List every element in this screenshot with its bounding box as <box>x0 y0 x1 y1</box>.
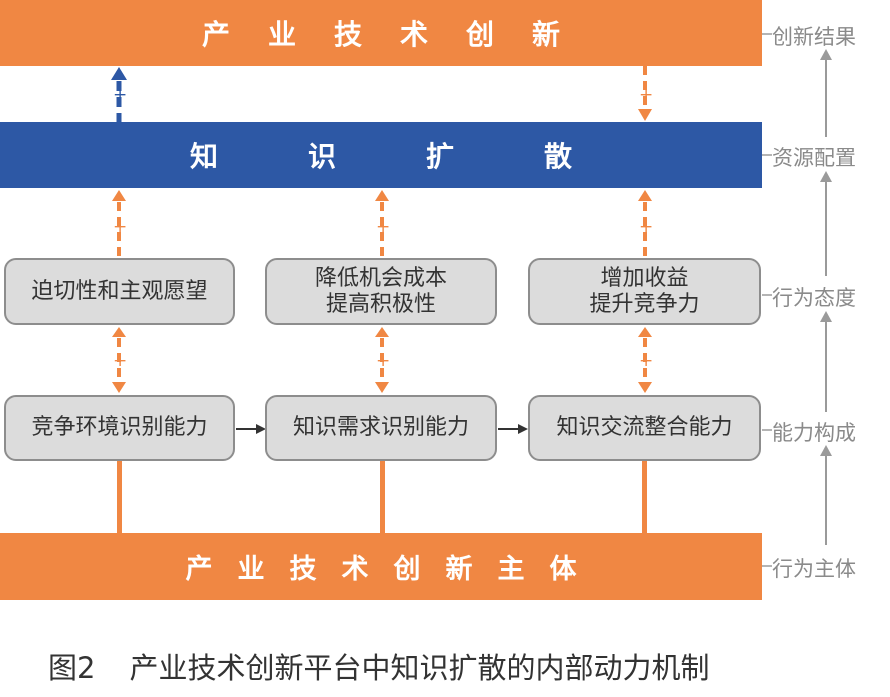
box-text: 增加收益 <box>600 265 689 291</box>
plus-sign: + <box>639 351 653 371</box>
ability-link-arrow-2 <box>498 424 528 434</box>
innovation-subject-band: 产业技术创新主体 <box>0 533 762 600</box>
side-label-ability: 能力构成 <box>772 421 856 445</box>
figure-caption: 图2 产业技术创新平台中知识扩散的内部动力机制 <box>48 645 709 687</box>
attitude-diffusion-arrow-1 <box>112 190 126 258</box>
innovation-result-band: 产业技术创新 <box>0 0 762 66</box>
attitude-diffusion-arrow-2 <box>375 190 389 258</box>
side-label-allocation: 资源配置 <box>772 146 856 170</box>
attitude-box-revenue: 增加收益 提升竞争力 <box>528 258 761 325</box>
plus-sign: + <box>376 351 390 371</box>
ability-link-arrow-1 <box>236 424 266 434</box>
subject-to-ability-line-1 <box>117 460 122 534</box>
box-text: 提升竞争力 <box>589 291 700 317</box>
diffusion-to-innovation-blue-arrow <box>111 67 127 122</box>
subject-to-ability-line-3 <box>642 460 647 534</box>
plus-sign: + <box>113 85 127 105</box>
side-label-attitude: 行为态度 <box>772 286 856 310</box>
ability-box-demand: 知识需求识别能力 <box>265 395 497 461</box>
innovation-to-diffusion-orange-arrow <box>638 66 652 121</box>
plus-sign: + <box>376 217 390 237</box>
plus-sign: + <box>113 351 127 371</box>
ability-box-exchange: 知识交流整合能力 <box>528 395 761 461</box>
knowledge-diffusion-band: 知识扩散 <box>0 122 762 188</box>
ability-box-competition: 竞争环境识别能力 <box>4 395 235 461</box>
figure-number: 图2 <box>48 651 96 685</box>
box-text: 降低机会成本 <box>314 265 447 291</box>
box-text: 迫切性和主观愿望 <box>31 278 208 304</box>
attitude-box-cost: 降低机会成本 提高积极性 <box>265 258 497 325</box>
side-progress-arrows <box>762 33 832 567</box>
ability-attitude-arrow-3 <box>638 327 652 393</box>
plus-sign: + <box>639 217 653 237</box>
side-label-result: 创新结果 <box>772 25 856 49</box>
plus-sign: + <box>113 217 127 237</box>
attitude-box-urgency: 迫切性和主观愿望 <box>4 258 235 325</box>
attitude-diffusion-arrow-3 <box>638 190 652 258</box>
plus-sign: + <box>639 85 653 105</box>
ability-attitude-arrow-1 <box>112 327 126 393</box>
ability-attitude-arrow-2 <box>375 327 389 393</box>
figure-title: 产业技术创新平台中知识扩散的内部动力机制 <box>129 651 710 685</box>
subject-to-ability-line-2 <box>380 460 385 534</box>
side-label-subject: 行为主体 <box>772 557 856 581</box>
box-text: 竞争环境识别能力 <box>31 415 208 440</box>
box-text: 知识需求识别能力 <box>292 415 469 440</box>
box-text: 提高积极性 <box>325 291 436 317</box>
box-text: 知识交流整合能力 <box>556 415 733 440</box>
